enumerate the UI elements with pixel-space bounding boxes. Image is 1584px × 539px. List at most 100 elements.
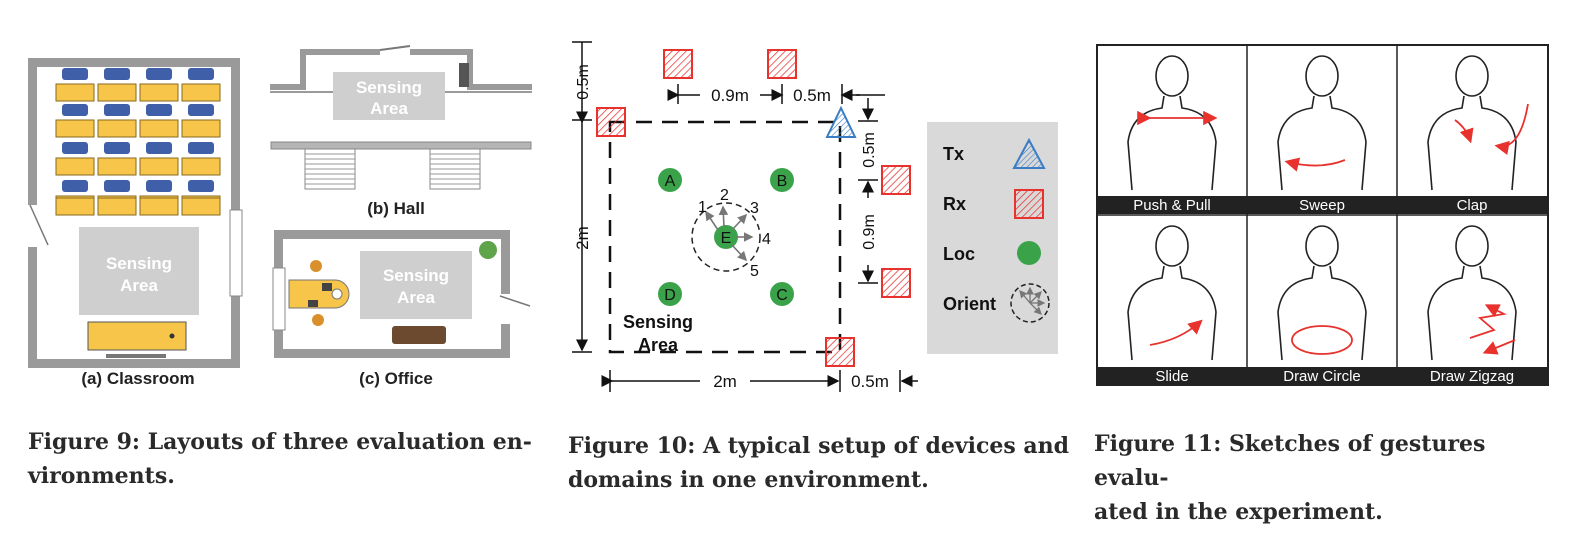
person-body-icon: [1427, 265, 1517, 361]
figure-10-caption: Figure 10: A typical setup of devices an…: [568, 429, 1078, 497]
figure-9-layouts: Sensing Area (a) Classroom Sensing Area …: [27, 45, 532, 388]
tx-device: [825, 105, 857, 138]
dim-right-mid: 0.9m: [861, 214, 878, 250]
gesture-draw-zigzag: Draw Zigzag: [1430, 368, 1514, 385]
figure-11-gestures: Push & Pull Sweep Clap Slide Draw Circle…: [1096, 44, 1549, 386]
gesture-push-pull: Push & Pull: [1133, 197, 1211, 214]
loc-d: D: [664, 287, 676, 304]
desk-icon: [181, 157, 221, 176]
rx-devices: [596, 49, 911, 367]
hall-layout: Sensing Area (b) Hall: [270, 45, 532, 218]
office-sensing-label: Sensing: [383, 266, 449, 285]
desk-icon: [181, 197, 221, 216]
orientation-arrows: 1 2 3 4 5: [691, 187, 771, 280]
classroom-sensing-label: Sensing: [106, 254, 172, 273]
desk-icon: [55, 119, 95, 138]
dim-bottom-right: 0.5m: [851, 372, 889, 391]
desk-icon: [139, 83, 179, 102]
orient-5: 5: [750, 263, 759, 280]
chair-icon: [188, 104, 214, 116]
locations: A B C D E: [658, 168, 794, 306]
desk-icon: [97, 119, 137, 138]
classroom-sensing-label2: Area: [120, 276, 158, 295]
figure-11-caption-line2: ated in the experiment.: [1094, 499, 1383, 525]
orient-2: 2: [720, 187, 729, 204]
person-head-icon: [1455, 55, 1489, 97]
sensing-area-label: Sensing: [623, 312, 693, 332]
hall-label: (b) Hall: [367, 199, 425, 218]
person-head-icon: [1155, 55, 1189, 97]
chair-icon: [62, 68, 88, 80]
person-body-icon: [1427, 95, 1517, 191]
figure-11-caption-line1: Figure 11: Sketches of gestures evalu-: [1094, 431, 1486, 491]
legend-orient: Orient: [943, 294, 996, 314]
desk-icon: [139, 119, 179, 138]
classroom-layout: Sensing Area (a) Classroom: [27, 58, 243, 388]
orient-3: 3: [750, 200, 759, 217]
office-layout: Sensing Area (c) Office: [272, 230, 531, 388]
person-head-icon: [1305, 55, 1339, 97]
orient-1: 1: [698, 199, 707, 216]
gesture-slide: Slide: [1155, 368, 1188, 385]
desk-icon: [139, 197, 179, 216]
loc-e: E: [721, 230, 732, 247]
desk-icon: [181, 83, 221, 102]
dim-top-left: 0.5m: [575, 64, 592, 100]
dim-mid-gap: 0.9m: [711, 86, 749, 105]
figure-9-caption: Figure 9: Layouts of three evaluation en…: [28, 425, 548, 493]
loc-a: A: [665, 173, 676, 190]
chair-icon: [146, 68, 172, 80]
figure-10-caption-line1: Figure 10: A typical setup of devices an…: [568, 433, 1070, 459]
dim-left-height: 2m: [573, 226, 592, 250]
hall-sensing-label: Sensing: [356, 78, 422, 97]
chair-icon: [146, 104, 172, 116]
chair-icon: [62, 104, 88, 116]
chair-icon: [146, 180, 172, 192]
desk-icon: [97, 197, 137, 216]
desk-icon: [55, 157, 95, 176]
legend-loc: Loc: [943, 244, 975, 264]
loc-b: B: [777, 173, 788, 190]
person-body-icon: [1127, 265, 1217, 361]
dim-top-right: 0.5m: [793, 86, 831, 105]
gesture-sweep: Sweep: [1299, 197, 1345, 214]
loc-c: C: [776, 287, 788, 304]
person-body-icon: [1277, 95, 1367, 191]
chair-icon: [104, 180, 130, 192]
person-body-icon: [1277, 265, 1367, 361]
office-label: (c) Office: [359, 369, 433, 388]
classroom-label: (a) Classroom: [81, 369, 194, 388]
desk-icon: [97, 83, 137, 102]
orient-4: 4: [762, 231, 771, 248]
desk-icon: [181, 119, 221, 138]
legend: Tx Rx Loc Orient: [927, 122, 1058, 354]
legend-tx: Tx: [943, 144, 964, 164]
gesture-draw-circle: Draw Circle: [1283, 368, 1361, 385]
chair-icon: [104, 68, 130, 80]
desk-icon: [139, 157, 179, 176]
chair-icon: [104, 104, 130, 116]
chair-icon: [62, 180, 88, 192]
sensing-area-label2: Area: [638, 335, 679, 355]
gesture-clap: Clap: [1457, 197, 1488, 214]
chair-icon: [104, 142, 130, 154]
dim-right-top: 0.5m: [861, 132, 878, 168]
desk-icon: [97, 157, 137, 176]
person-head-icon: [1455, 225, 1489, 267]
chair-icon: [188, 68, 214, 80]
chair-icon: [188, 142, 214, 154]
person-head-icon: [1305, 225, 1339, 267]
figure-10-setup: 0.5m 0.9m 0.5m 2m 0.5m 0.9m 2m 0.5m A B …: [572, 41, 1058, 392]
figure-10-caption-line2: domains in one environment.: [568, 467, 929, 493]
chair-icon: [146, 142, 172, 154]
figure-9-caption-line1: Figure 9: Layouts of three evaluation en…: [28, 429, 532, 455]
legend-rx: Rx: [943, 194, 966, 214]
figure-11-caption: Figure 11: Sketches of gestures evalu- a…: [1094, 427, 1564, 529]
chair-icon: [188, 180, 214, 192]
dim-bottom-width: 2m: [713, 372, 737, 391]
desk-icon: [55, 83, 95, 102]
chair-icon: [62, 142, 88, 154]
desk-icon: [55, 197, 95, 216]
office-sensing-label2: Area: [397, 288, 435, 307]
hall-sensing-label2: Area: [370, 99, 408, 118]
